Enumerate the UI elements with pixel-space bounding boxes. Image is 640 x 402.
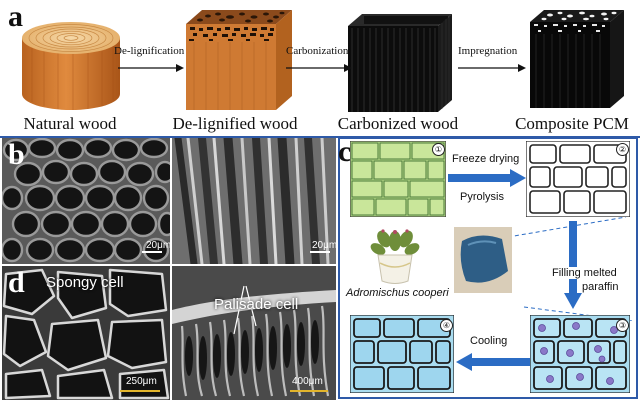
spongy-cell-label: Spongy cell bbox=[46, 274, 124, 291]
panel-b: 20μm 20μm b bbox=[0, 138, 338, 264]
natural-wood-image bbox=[22, 22, 120, 110]
arrow-impregnation bbox=[458, 64, 526, 72]
step-4-number: ④ bbox=[440, 319, 453, 332]
panel-a: a bbox=[0, 0, 640, 136]
scale-bar-label-b2: 20μm bbox=[312, 240, 338, 251]
caption-delignified-wood: De-lignified wood bbox=[172, 114, 298, 133]
panel-c: c ① ② Freeze drying Pyrolysis bbox=[338, 135, 636, 397]
panel-c-label: c bbox=[338, 135, 352, 168]
panel-d-label: d bbox=[8, 266, 25, 299]
sem-image-palisade-cell bbox=[172, 266, 336, 400]
step-2-number: ② bbox=[616, 143, 629, 156]
step-3-number: ③ bbox=[616, 319, 629, 332]
step-3-pcm-cells bbox=[530, 315, 630, 393]
caption-composite-pcm: Composite PCM bbox=[515, 114, 629, 133]
scale-bar-label-d2: 400μm bbox=[292, 376, 323, 387]
freeze-drying-label: Freeze drying bbox=[452, 153, 520, 165]
caption-carbonized-wood: Carbonized wood bbox=[337, 114, 459, 133]
step-2-empty-cells bbox=[526, 141, 630, 217]
sem-image-wood-longitudinal bbox=[172, 138, 336, 264]
arrow-filling bbox=[564, 221, 582, 309]
filling-label-line2: paraffin bbox=[582, 281, 619, 293]
frame-separator-top bbox=[0, 136, 640, 138]
panel-a-label: a bbox=[8, 0, 23, 33]
palisade-cell-label: Palisade cell bbox=[214, 296, 299, 313]
scale-bar-label-b1: 20μm bbox=[146, 240, 172, 251]
sem-image-wood-cross-section bbox=[2, 138, 170, 264]
arrow-text-delignification: De-lignification bbox=[114, 45, 185, 57]
arrow-carbonization bbox=[286, 64, 352, 72]
composite-pcm-image bbox=[530, 10, 624, 108]
arrow-freeze-drying bbox=[448, 169, 526, 187]
step-1-number: ① bbox=[432, 143, 445, 156]
delignified-wood-image bbox=[186, 10, 292, 110]
carbonized-wood-image bbox=[348, 14, 452, 112]
arrow-text-impregnation: Impregnation bbox=[458, 45, 518, 57]
panel-b-label: b bbox=[8, 138, 25, 171]
pyrolysis-label: Pyrolysis bbox=[460, 191, 505, 203]
plant-photo bbox=[364, 219, 426, 287]
filling-label-line1: Filling melted bbox=[552, 267, 617, 279]
panel-d: Spongy cell 250μm Palisade cell 400μm d bbox=[0, 266, 338, 400]
dashed-connectors bbox=[507, 217, 633, 321]
step-1-green-cells bbox=[350, 141, 446, 217]
arrow-delignification bbox=[118, 64, 184, 72]
frame-border-c bbox=[338, 137, 638, 399]
cooling-label: Cooling bbox=[470, 335, 508, 347]
step-4-cyan-cells bbox=[350, 315, 454, 393]
sample-photo bbox=[454, 227, 512, 293]
sem-image-spongy-cell bbox=[2, 266, 170, 400]
arrow-cooling bbox=[456, 353, 530, 371]
scale-bar-label-d1: 250μm bbox=[126, 376, 157, 387]
plant-name-label: Adromischus cooperi bbox=[346, 287, 449, 299]
arrow-text-carbonization: Carbonization bbox=[286, 45, 349, 57]
caption-natural-wood: Natural wood bbox=[23, 114, 117, 133]
